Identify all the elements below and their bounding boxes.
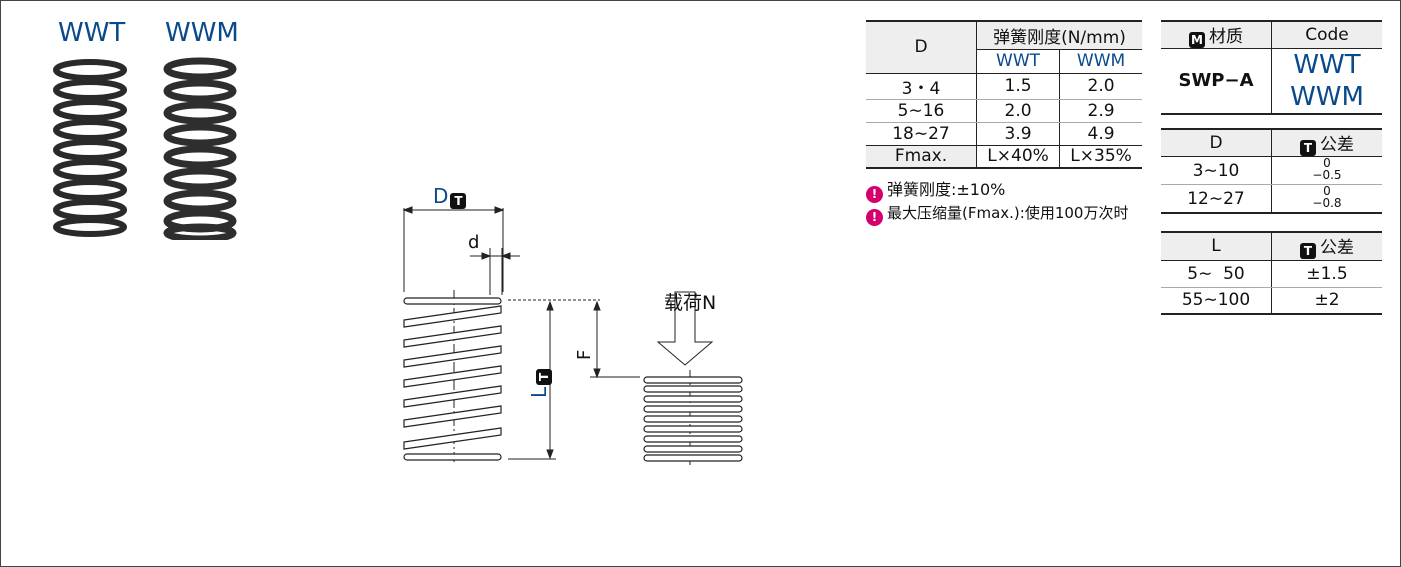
d-range: 3∼10 (1161, 156, 1272, 185)
l-tol-header-text: 公差 (1320, 238, 1354, 259)
rate-wwt: 2.0 (976, 99, 1061, 123)
table-row: WWM (1161, 80, 1382, 115)
rate-wwt: 1.5 (976, 73, 1061, 100)
length-label: LT (527, 360, 552, 400)
info-icon: ! (866, 186, 883, 203)
material-badge: M (1189, 32, 1205, 48)
tolerance-badge: T (450, 193, 467, 209)
d-tolerance: 0−0.8 (1271, 184, 1382, 214)
table-row: SWP−A WWT (1161, 48, 1382, 115)
d-tol-header-d: D (1161, 128, 1272, 157)
length-letter: L (527, 386, 551, 398)
tol-lower: −0.5 (1312, 168, 1342, 182)
table-row: 3・4 1.5 2.0 (866, 73, 1142, 100)
note-spring-rate: !弹簧刚度:±10% (866, 176, 1005, 203)
rate-header-rate: 弹簧刚度(N/mm) (976, 20, 1142, 50)
d-outer-text: D (433, 184, 449, 208)
d-range: 12∼27 (1161, 184, 1272, 214)
code-wwt: WWT (1293, 49, 1361, 80)
code-wwm: WWM (1271, 80, 1382, 115)
stroke-label: F (574, 342, 595, 362)
rate-d: Fmax. (866, 145, 977, 169)
table-row: 18∼27 3.9 4.9 (866, 122, 1142, 146)
l-range: 5∼ 50 (1161, 260, 1272, 288)
product-label-wwm: WWM (165, 18, 239, 48)
l-tolerance: ±2 (1271, 287, 1382, 315)
spring-photo-wwm (163, 57, 237, 240)
code-header: Code (1271, 20, 1382, 49)
tol-upper: 0 (1323, 156, 1331, 170)
l-range: 55∼100 (1161, 287, 1272, 315)
rate-header-wwt: WWT (976, 49, 1061, 74)
rate-wwt: L×40% (976, 145, 1061, 169)
length-tolerance-badge: T (536, 368, 552, 385)
spring-drawing (402, 206, 743, 465)
rate-wwm: L×35% (1059, 145, 1142, 169)
product-label-wwt: WWT (58, 18, 126, 48)
rate-wwm: 2.9 (1059, 99, 1142, 123)
rate-d: 3・4 (866, 73, 977, 100)
note-max-compression: !最大压缩量(Fmax.):使用100万次时 (866, 202, 1128, 226)
note-text: 最大压缩量(Fmax.):使用100万次时 (887, 204, 1129, 222)
table-row: 5∼ 50 ±1.5 (1161, 260, 1382, 288)
d-tolerance: 0−0.5 (1271, 156, 1382, 185)
rate-header-wwm: WWM (1059, 49, 1142, 74)
table-row: 55∼100 ±2 (1161, 287, 1382, 315)
l-tol-header-l: L (1161, 231, 1272, 261)
tol-upper: 0 (1323, 184, 1331, 198)
info-icon: ! (866, 209, 883, 226)
d-tol-header-text: 公差 (1320, 135, 1354, 155)
spring-photo-wwt (53, 59, 127, 237)
rate-d: 18∼27 (866, 122, 977, 146)
note-text: 弹簧刚度:±10% (887, 180, 1006, 199)
material-header-text: 材质 (1209, 27, 1243, 47)
l-tolerance: ±1.5 (1271, 260, 1382, 288)
wire-diameter-label: d (468, 232, 480, 253)
table-row: 3∼10 0−0.5 (1161, 156, 1382, 185)
table-row: 5∼16 2.0 2.9 (866, 99, 1142, 123)
rate-d: 5∼16 (866, 99, 977, 123)
rate-wwt: 3.9 (976, 122, 1061, 146)
table-row: Fmax. L×40% L×35% (866, 145, 1142, 169)
tol-lower: −0.8 (1312, 196, 1342, 210)
stroke-letter: F (574, 349, 595, 360)
tolerance-badge: T (1300, 140, 1316, 156)
spring-rate-table: D 弹簧刚度(N/mm) WWT WWM 3・4 1.5 2.0 5∼16 2.… (866, 20, 1142, 169)
load-label: 载荷N (664, 292, 717, 314)
material-value: SWP−A (1161, 48, 1272, 115)
tolerance-badge: T (1300, 243, 1316, 260)
rate-header-d: D (866, 20, 977, 74)
rate-wwm: 4.9 (1059, 122, 1142, 146)
table-row: 12∼27 0−0.8 (1161, 184, 1382, 214)
rate-wwm: 2.0 (1059, 73, 1142, 100)
